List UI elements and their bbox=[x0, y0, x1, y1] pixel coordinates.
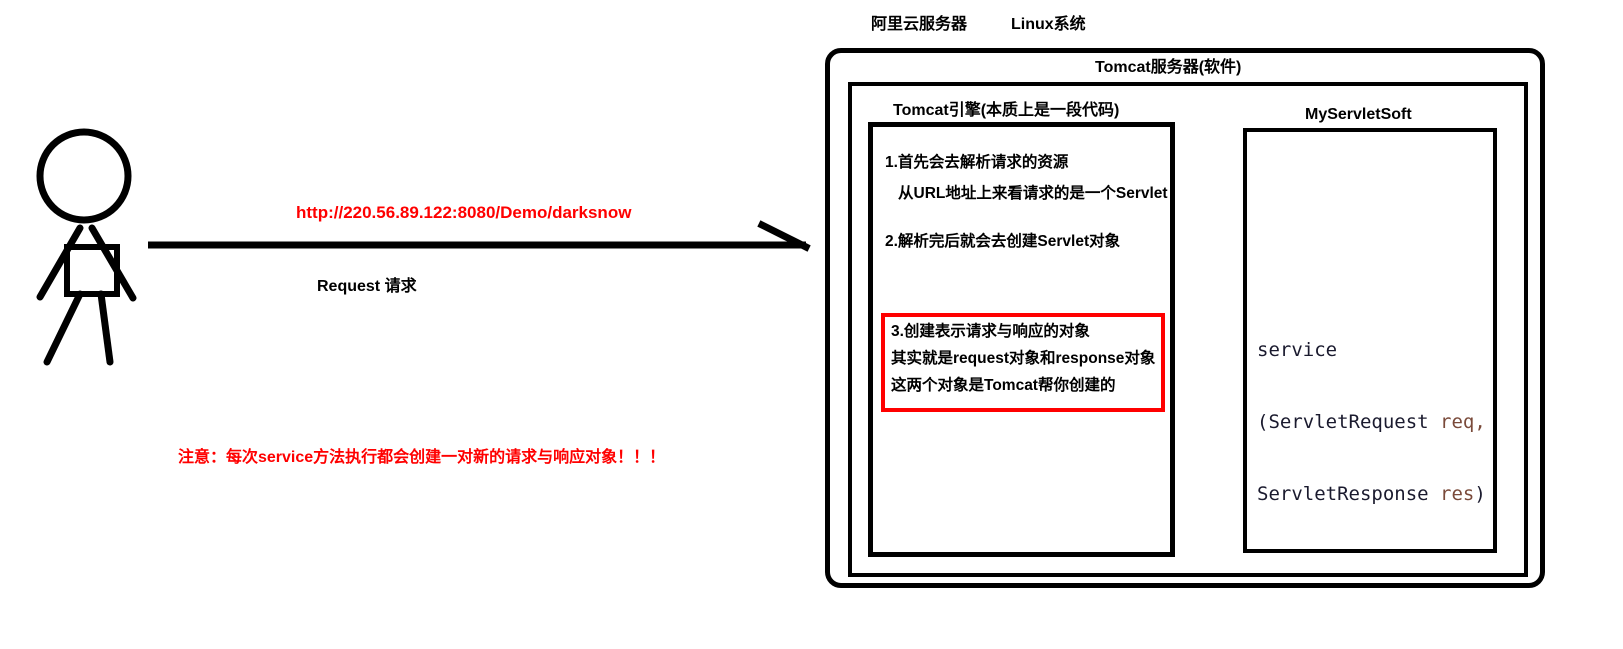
label-linux-system: Linux系统 bbox=[1011, 16, 1086, 33]
highlight-line-1: 3.创建表示请求与响应的对象 bbox=[891, 323, 1090, 340]
tomcat-server-title: Tomcat服务器(软件) bbox=[1095, 59, 1242, 76]
request-arrow bbox=[148, 220, 811, 252]
servlet-service-code: service (ServletRequest req, ServletResp… bbox=[1257, 314, 1486, 506]
tomcat-server-inner-box bbox=[848, 82, 1528, 577]
highlight-line-3: 这两个对象是Tomcat帮你创建的 bbox=[891, 377, 1116, 394]
stick-figure-user bbox=[36, 128, 137, 366]
tomcat-engine-box bbox=[868, 122, 1175, 557]
tomcat-engine-title: Tomcat引擎(本质上是一段代码) bbox=[893, 102, 1120, 119]
tomcat-server-box bbox=[825, 48, 1545, 588]
request-label: Request 请求 bbox=[317, 278, 417, 295]
code-var-req: req bbox=[1440, 411, 1475, 433]
label-cloud-server: 阿里云服务器 bbox=[871, 16, 968, 33]
code-line-2-prefix: (ServletRequest bbox=[1257, 411, 1441, 433]
myservletsoft-box bbox=[1243, 128, 1497, 553]
code-var-res: res bbox=[1440, 483, 1475, 505]
highlight-box bbox=[881, 313, 1165, 412]
code-line-3-prefix: ServletResponse bbox=[1257, 483, 1441, 505]
code-line-1: service bbox=[1257, 339, 1338, 361]
code-line-2-suffix: , bbox=[1474, 411, 1486, 433]
myservletsoft-title: MyServletSoft bbox=[1305, 106, 1412, 123]
highlight-line-2: 其实就是request对象和response对象 bbox=[891, 350, 1156, 367]
engine-step-1: 1.首先会去解析请求的资源 bbox=[885, 154, 1069, 171]
engine-step-2: 2.解析完后就会去创建Servlet对象 bbox=[885, 233, 1121, 250]
engine-step-1-detail: 从URL地址上来看请求的是一个Servlet bbox=[898, 185, 1168, 202]
request-url: http://220.56.89.122:8080/Demo/darksnow bbox=[296, 203, 632, 222]
code-line-3-suffix: ) bbox=[1474, 483, 1486, 505]
warning-note: 注意：每次service方法执行都会创建一对新的请求与响应对象！！！ bbox=[178, 449, 666, 466]
